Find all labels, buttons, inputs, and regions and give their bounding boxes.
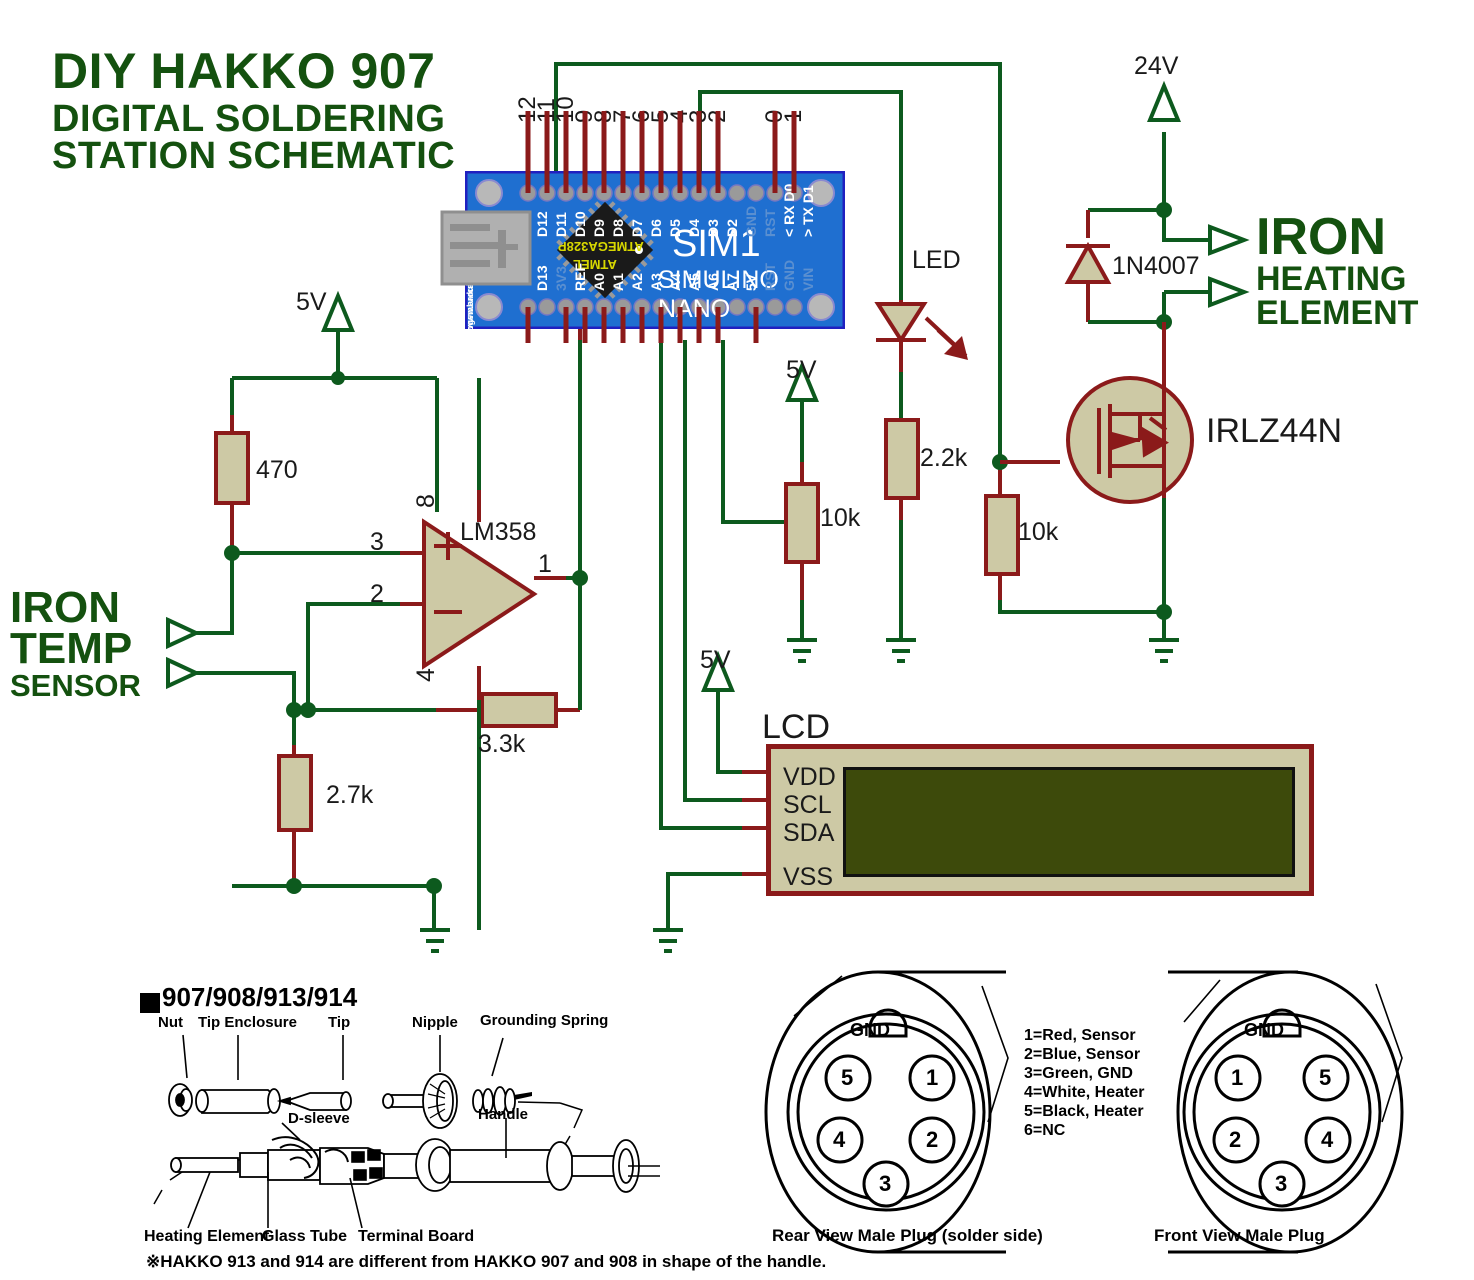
front-pin-2: 2 (1229, 1127, 1242, 1152)
iron-label-nipple: Nipple (412, 1014, 458, 1031)
connector-legend: 1=Red, Sensor 2=Blue, Sensor 3=Green, GN… (1024, 1026, 1144, 1140)
legend-line-1: 1=Red, Sensor (1024, 1027, 1136, 1044)
rear-view-caption: Rear View Male Plug (solder side) (772, 1226, 1043, 1245)
legend-line-3: 3=Green, GND (1024, 1065, 1133, 1082)
title-line-1: DIY HAKKO 907 (52, 43, 436, 99)
resistor-2k7-label: 2.7k (326, 781, 374, 809)
lcd-pin-sda: SDA (783, 819, 835, 847)
legend-line-2: 2=Blue, Sensor (1024, 1046, 1141, 1063)
mosfet-irlz44n-label: IRLZ44N (1206, 412, 1343, 450)
front-gnd-label: GND (1244, 1020, 1284, 1040)
led-label: LED (912, 246, 961, 274)
opamp-pin-8-label: 8 (412, 494, 440, 508)
rear-pin-2: 2 (926, 1127, 939, 1152)
iron-heating-element-terminal: IRON HEATING ELEMENT (1256, 208, 1419, 332)
resistor-470-label: 470 (256, 456, 298, 484)
legend-line-5: 5=Black, Heater (1024, 1103, 1144, 1120)
iron-heating-line-3: ELEMENT (1256, 294, 1419, 332)
iron-heating-line-1: IRON (1256, 208, 1386, 266)
pot-10k-label: 10k (820, 504, 861, 532)
power-5v-lcd-label: 5V (700, 646, 731, 674)
iron-diagram-header: 907/908/913/914 (162, 982, 358, 1012)
lcd-glass (843, 767, 1295, 877)
iron-diagram-footnote: ※HAKKO 913 and 914 are different from HA… (146, 1252, 827, 1271)
rear-pin-1: 1 (926, 1065, 939, 1090)
rear-view-male-plug: GND 5 1 4 2 3 Rear View Male Plug (solde… (756, 962, 1043, 1262)
front-pin-1: 1 (1231, 1065, 1244, 1090)
front-pin-5: 5 (1319, 1065, 1332, 1090)
power-5v-opamp-label: 5V (296, 288, 327, 316)
diode-1n4007-label: 1N4007 (1112, 252, 1200, 280)
lcd-title-label: LCD (762, 708, 831, 746)
lcd-pin-vss: VSS (783, 863, 834, 891)
legend-line-4: 4=White, Heater (1024, 1084, 1145, 1101)
iron-temp-sensor-terminal: IRON TEMP SENSOR (10, 583, 141, 703)
front-view-caption: Front View Male Plug (1154, 1226, 1325, 1245)
opamp-pin-1-label: 1 (538, 550, 552, 578)
iron-temp-sensor-line-1: IRON (10, 583, 120, 632)
iron-label-glass-tube: Glass Tube (262, 1228, 348, 1245)
iron-label-nut: Nut (158, 1014, 183, 1031)
opamp-pin-3-label: 3 (370, 528, 384, 556)
rear-pin-5: 5 (841, 1065, 854, 1090)
opamp-name-label: LM358 (460, 518, 537, 546)
legend-line-6: 6=NC (1024, 1122, 1066, 1139)
rear-pin-4: 4 (833, 1127, 846, 1152)
front-pin-4: 4 (1321, 1127, 1334, 1152)
power-5v-pot-label: 5V (786, 356, 817, 384)
iron-label-terminal-board: Terminal Board (358, 1228, 475, 1245)
title-line-2: DIGITAL SOLDERING (52, 98, 446, 140)
board-designator: SIM1 (672, 223, 761, 265)
usb-connector-icon (440, 210, 532, 286)
rear-gnd-label: GND (850, 1020, 890, 1040)
iron-label-grounding-spring: Grounding Spring (480, 1012, 609, 1029)
lcd-pin-scl: SCL (783, 791, 832, 819)
iron-temp-sensor-line-3: SENSOR (10, 668, 141, 703)
front-pin-3: 3 (1275, 1171, 1288, 1196)
rear-pin-3: 3 (879, 1171, 892, 1196)
iron-label-d-sleeve: D-sleeve (288, 1110, 350, 1127)
iron-temp-sensor-line-2: TEMP (10, 624, 133, 673)
iron-label-tip: Tip (328, 1014, 351, 1031)
front-view-male-plug: GND 1 5 2 4 3 Front View Male Plug (1138, 962, 1408, 1262)
opamp-pin-4-label: 4 (412, 668, 440, 682)
iron-label-handle: Handle (478, 1106, 529, 1123)
resistor-3k3-label: 3.3k (478, 730, 526, 758)
iron-label-heating-element: Heating Element (144, 1228, 270, 1245)
opamp-pin-2-label: 2 (370, 580, 384, 608)
iron-heating-line-2: HEATING (1256, 260, 1407, 298)
resistor-2k2-label: 2.2k (920, 444, 968, 472)
lcd-pin-vdd: VDD (783, 763, 836, 791)
lcd-module[interactable]: VDD SCL SDA VSS (766, 744, 1314, 896)
power-24v-label: 24V (1134, 52, 1179, 80)
iron-label-tip-enclosure: Tip Enclosure (198, 1014, 297, 1031)
hakko-iron-diagram: 907/908/913/914 Nut Tip Enclosure Tip Ni… (140, 982, 826, 1271)
title-line-3: STATION SCHEMATIC (52, 135, 456, 177)
resistor-10k-gate-label: 10k (1018, 518, 1059, 546)
